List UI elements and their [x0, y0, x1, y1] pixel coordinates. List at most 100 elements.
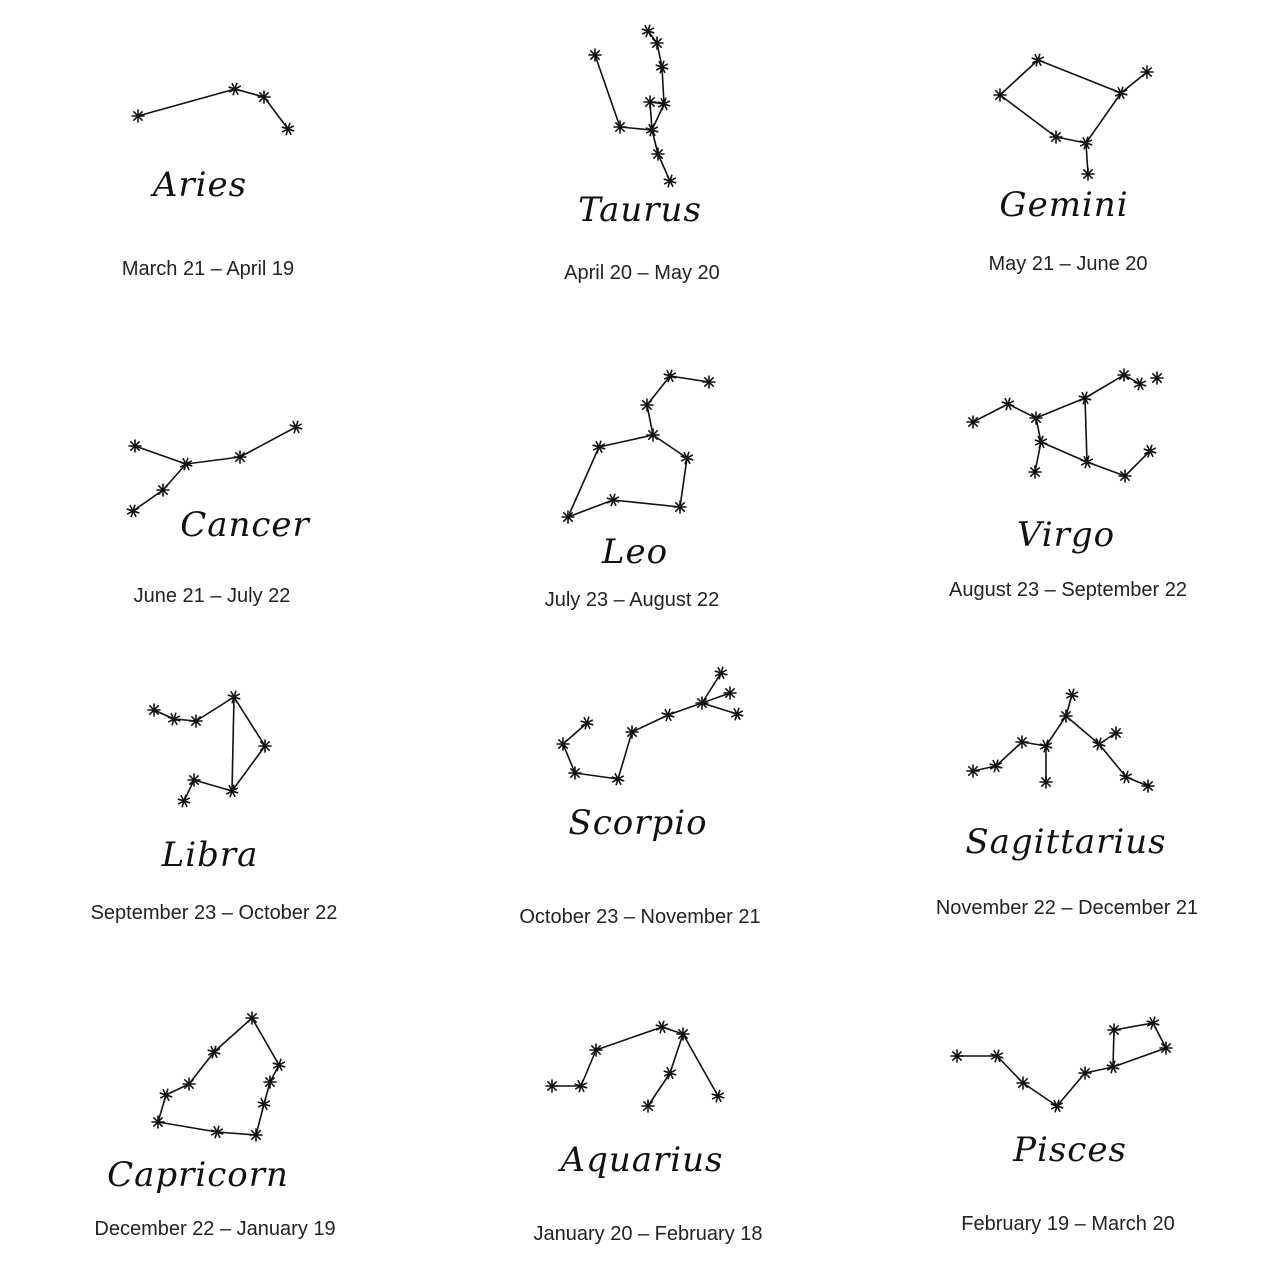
star-icon: [663, 174, 677, 188]
star-icon: [695, 696, 709, 710]
sign-name: Sagittarius: [965, 822, 1167, 862]
star-icon: [126, 504, 140, 518]
star-icon: [182, 1077, 196, 1091]
constellation-line: [567, 499, 614, 518]
sign-name: Scorpio: [568, 803, 708, 843]
star-icon: [225, 784, 239, 798]
star-icon: [655, 60, 669, 74]
star-icon: [625, 725, 639, 739]
star-icon: [663, 1066, 677, 1080]
star-icon: [556, 737, 570, 751]
constellation-line: [239, 426, 297, 458]
sign-dates: March 21 – April 19: [121, 258, 295, 280]
constellation-line: [661, 66, 665, 105]
pisces-constellation: [950, 1016, 1173, 1113]
gemini-constellation: [993, 53, 1154, 181]
star-icon: [167, 712, 181, 726]
star-icon: [993, 88, 1007, 102]
sign-dates: December 22 – January 19: [94, 1218, 336, 1240]
star-icon: [676, 1027, 690, 1041]
star-icon: [645, 123, 659, 137]
star-icon: [657, 97, 671, 111]
aries-constellation: [131, 82, 295, 136]
aquarius-constellation: [545, 1020, 725, 1113]
star-icon: [207, 1045, 221, 1059]
star-icon: [233, 450, 247, 464]
constellation-line: [646, 404, 654, 436]
star-icon: [147, 703, 161, 717]
sign-name: Aquarius: [560, 1140, 724, 1180]
star-icon: [249, 1128, 263, 1142]
constellation-line: [1040, 441, 1088, 463]
constellation-line: [701, 692, 731, 704]
star-icon: [989, 759, 1003, 773]
sign-cell-libra: Libra September 23 – October 22: [0, 640, 420, 960]
star-icon: [257, 90, 271, 104]
star-icon: [1133, 377, 1147, 391]
star-icon: [574, 1079, 588, 1093]
constellation-line: [562, 743, 576, 774]
star-icon: [1039, 739, 1053, 753]
sign-dates: September 23 – October 22: [90, 902, 338, 924]
constellation-line: [1022, 1082, 1058, 1107]
star-icon: [588, 48, 602, 62]
constellation-line: [1045, 715, 1067, 747]
star-icon: [1028, 465, 1042, 479]
sign-cell-leo: Leo July 23 – August 22: [430, 320, 850, 640]
constellation-line: [972, 765, 997, 772]
constellation-line: [598, 434, 654, 448]
constellation-line: [595, 1026, 663, 1051]
star-icon: [606, 493, 620, 507]
star-icon: [640, 398, 654, 412]
constellation-line: [999, 59, 1039, 96]
sign-name: Capricorn: [107, 1155, 289, 1195]
sign-cell-pisces: Pisces February 19 – March 20: [860, 960, 1280, 1280]
sign-name: Libra: [161, 835, 259, 875]
star-icon: [680, 451, 694, 465]
star-icon: [650, 36, 664, 50]
star-icon: [545, 1079, 559, 1093]
star-icon: [663, 369, 677, 383]
constellation-line: [231, 745, 266, 792]
taurus-constellation: [588, 24, 677, 188]
star-icon: [673, 500, 687, 514]
constellation-line: [669, 1033, 684, 1074]
star-icon: [651, 147, 665, 161]
sign-cell-aquarius: Aquarius January 20 – February 18: [430, 960, 850, 1280]
sagittarius-constellation: [966, 688, 1155, 793]
constellation-line: [195, 696, 235, 722]
star-icon: [966, 764, 980, 778]
star-icon: [1080, 455, 1094, 469]
star-icon: [561, 510, 575, 524]
star-icon: [1114, 86, 1128, 100]
star-icon: [1078, 391, 1092, 405]
star-icon: [643, 95, 657, 109]
star-icon: [257, 1097, 271, 1111]
star-icon: [1143, 444, 1157, 458]
star-icon: [1141, 779, 1155, 793]
sign-dates: January 20 – February 18: [533, 1223, 763, 1245]
star-icon: [990, 1049, 1004, 1063]
star-icon: [289, 420, 303, 434]
sign-cell-scorpio: Scorpio October 23 – November 21: [430, 640, 850, 960]
constellation-line: [667, 702, 703, 716]
star-icon: [966, 415, 980, 429]
constellation-line: [701, 672, 722, 704]
star-icon: [568, 766, 582, 780]
star-icon: [272, 1058, 286, 1072]
star-icon: [258, 739, 272, 753]
star-icon: [1092, 737, 1106, 751]
constellation-line: [669, 375, 710, 383]
sign-name: Taurus: [578, 190, 702, 230]
star-icon: [128, 439, 142, 453]
constellation-line: [1035, 417, 1042, 443]
star-icon: [228, 82, 242, 96]
constellation-line: [231, 696, 235, 792]
star-icon: [1079, 136, 1093, 150]
constellation-line: [185, 456, 241, 465]
star-icon: [281, 122, 295, 136]
star-icon: [227, 690, 241, 704]
constellation-line: [251, 1017, 280, 1066]
constellation-line: [1113, 1022, 1154, 1031]
star-icon: [131, 109, 145, 123]
